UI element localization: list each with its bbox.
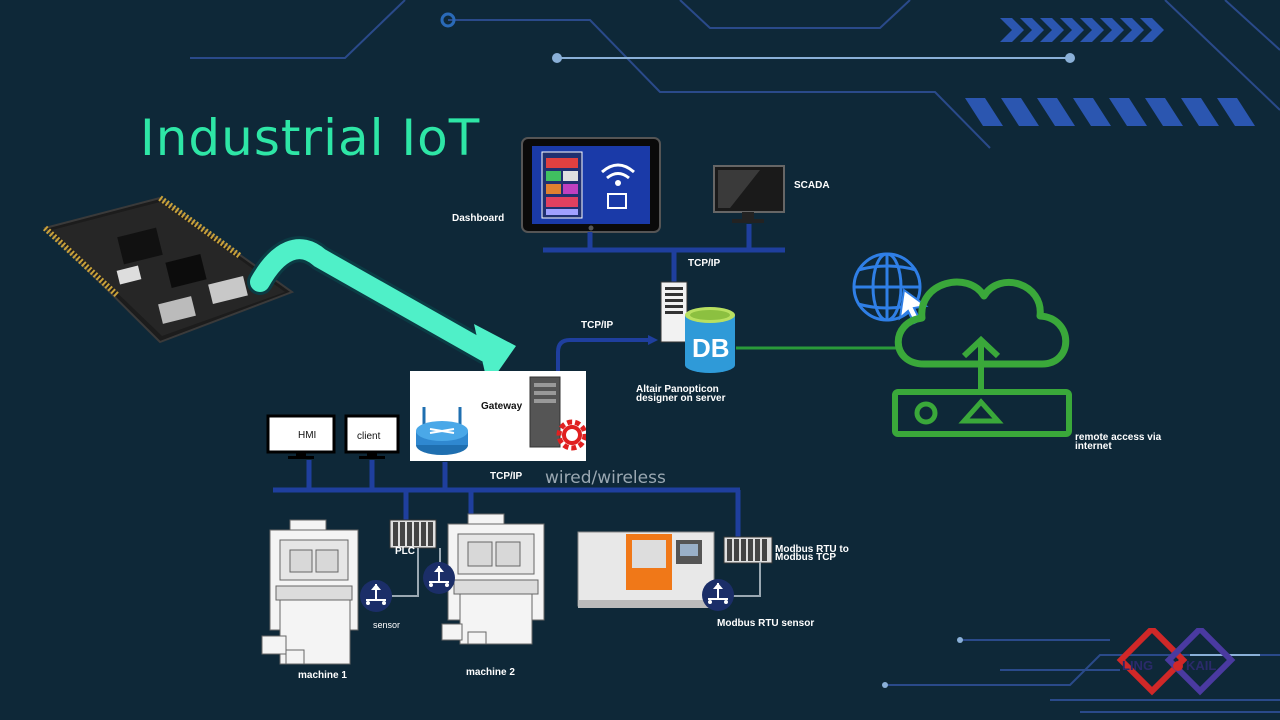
gateway-panel: Gateway <box>410 371 586 461</box>
plc-label: PLC <box>395 546 415 557</box>
sensor-icon <box>360 580 392 612</box>
field-network-bus <box>273 460 741 538</box>
modbus-sensor-label: Modbus RTU sensor <box>717 618 815 629</box>
dev-board-image <box>42 195 295 344</box>
circuit-node <box>440 12 456 28</box>
tcpip-top-label: TCP/IP <box>688 258 721 269</box>
gear-icon <box>556 419 586 451</box>
circuit-decoration <box>190 0 1280 713</box>
upload-arrow-icon <box>961 335 1001 392</box>
router-icon <box>416 407 468 455</box>
circuit-node <box>882 682 888 688</box>
client-monitor <box>344 414 400 459</box>
logo-diamonds <box>1116 628 1236 696</box>
modbus-converter <box>723 536 773 564</box>
remote-access-label-line1: remote access via <box>1075 432 1162 443</box>
dashboard-tablet <box>521 137 661 233</box>
machine-2-label: machine 2 <box>466 667 515 678</box>
modbus-converter-label-line2: Modbus TCP <box>775 552 837 563</box>
sensor-icon <box>423 562 455 594</box>
circuit-node <box>552 53 562 63</box>
wired-wireless-label: wired/wireless <box>545 468 666 488</box>
sensor-label: sensor <box>373 620 401 630</box>
hmi-label: HMI <box>298 430 317 441</box>
altair-label-line2: designer on server <box>636 393 726 404</box>
circuit-node <box>1065 53 1075 63</box>
machine-1-label: machine 1 <box>298 670 347 681</box>
plc-module <box>389 519 437 549</box>
machine-1-press <box>261 519 359 665</box>
client-label: client <box>357 431 381 442</box>
modbus-sensor-icon <box>702 579 734 611</box>
circuit-node <box>957 637 963 643</box>
cnc-machine <box>577 531 715 608</box>
server-icon <box>529 376 561 448</box>
dashboard-label: Dashboard <box>452 213 505 224</box>
server-tower <box>660 281 688 343</box>
scada-label: SCADA <box>794 180 830 191</box>
gateway-server-link <box>556 338 652 371</box>
page-title: Industrial IoT <box>140 109 481 167</box>
scada-monitor <box>713 165 785 223</box>
chevron-decoration <box>1000 18 1164 42</box>
cloud-icon <box>894 278 1070 368</box>
gateway-graphics <box>416 376 586 455</box>
tcpip-mid-label: TCP/IP <box>581 320 614 331</box>
logo-text-left: LING <box>1122 658 1154 673</box>
brand-logo: LING KAIL <box>1116 628 1240 700</box>
remote-access-label-line2: internet <box>1075 441 1112 452</box>
link-arrow-head <box>648 335 658 345</box>
router-box-icon <box>892 389 1072 437</box>
flow-arrow-body <box>250 239 496 362</box>
db-label: DB <box>692 333 730 363</box>
tcpip-bus-label: TCP/IP <box>490 471 523 482</box>
gateway-label: Gateway <box>481 401 523 412</box>
flow-arrow-head <box>474 324 516 386</box>
modbus-converter-label-line1: Modbus RTU to <box>775 544 849 555</box>
database-icon <box>685 307 735 373</box>
hmi-monitor <box>266 414 336 459</box>
logo-text-right: KAIL <box>1186 658 1217 673</box>
top-network-bus <box>543 224 785 282</box>
stripe-decoration <box>965 98 1255 126</box>
machine-2-press <box>441 513 545 645</box>
altair-label-line1: Altair Panopticon <box>636 384 719 395</box>
